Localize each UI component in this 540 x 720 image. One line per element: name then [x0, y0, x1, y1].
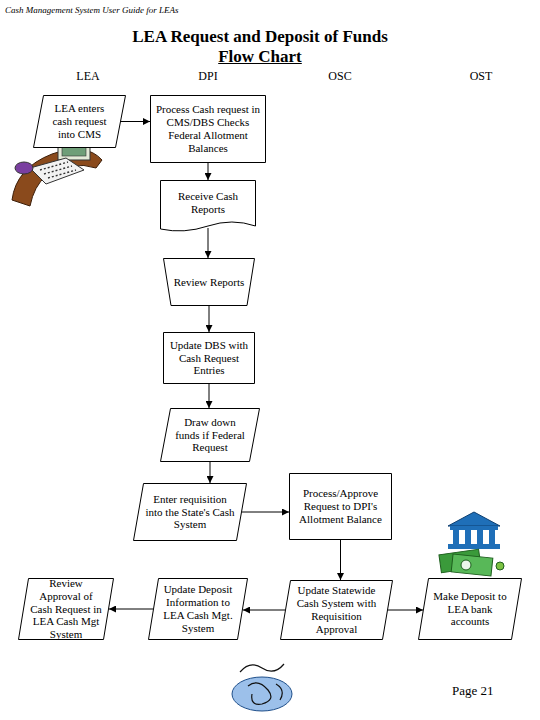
flow-arrow: [121, 121, 150, 122]
node-label: Update Deposit Information to LEA Cash M…: [160, 583, 236, 634]
node-text-area: Make Deposit to LEA bank accounts: [418, 578, 522, 640]
node-label: Make Deposit to LEA bank accounts: [430, 590, 510, 629]
node-outline-path: [164, 259, 255, 306]
node-label: Update Statewide Cash System with Requis…: [292, 584, 381, 635]
flow-arrow: [340, 540, 341, 580]
node-label: LEA enters cash request into CMS: [45, 102, 114, 141]
flow-arrow: [210, 462, 211, 483]
lane-heading: DPI: [168, 69, 248, 84]
node-text-area: Update DBS with Cash Request Entries: [163, 332, 255, 384]
cartoon-doodle: [240, 664, 284, 704]
node-outline-path: [290, 474, 392, 540]
data-parallelogram: Enter requisition into the State's Cash …: [133, 483, 247, 541]
node-label: Process/Approve Request to DPI's Allotme…: [292, 487, 389, 526]
cartoon-blob: [232, 677, 292, 711]
process-box: Process Cash request in CMS/DBS Checks F…: [150, 95, 266, 163]
page-number: Page 21: [452, 683, 532, 699]
node-outline-path: [134, 484, 247, 541]
node-label: Review Approval of Cash Request in LEA C…: [30, 577, 102, 641]
node-text-area: Receive Cash Reports: [160, 180, 256, 234]
flow-arrow: [209, 384, 210, 408]
flow-arrow: [109, 609, 153, 610]
flow-arrow: [208, 163, 209, 180]
hand-shape: [15, 162, 33, 174]
node-label: Receive Cash Reports: [163, 190, 253, 216]
flow-arrow: [209, 306, 210, 332]
data-parallelogram: Review Approval of Cash Request in LEA C…: [18, 578, 114, 640]
lane-heading: OSC: [300, 69, 380, 84]
node-outline-path: [161, 409, 260, 462]
money-bill: [439, 549, 481, 572]
bank-base: [448, 544, 500, 549]
node-outline-path: [164, 333, 255, 384]
data-parallelogram: Make Deposit to LEA bank accounts: [418, 578, 522, 640]
page-header: Cash Management System User Guide for LE…: [5, 5, 325, 15]
node-text-area: Update Deposit Information to LEA Cash M…: [148, 578, 248, 640]
node-text-area: Enter requisition into the State's Cash …: [133, 483, 247, 541]
lane-heading: OST: [441, 69, 521, 84]
money-bill: [451, 554, 493, 576]
chart-subtitle: Flow Chart: [160, 47, 360, 67]
flow-arrow: [208, 228, 209, 258]
data-parallelogram: LEA enters cash request into CMS: [33, 95, 126, 148]
node-text-area: Review Reports: [163, 258, 255, 306]
node-outline-path: [151, 96, 266, 163]
bank-column: [477, 530, 483, 544]
manual-operation: Review Reports: [163, 258, 255, 306]
bank-column: [453, 530, 459, 544]
node-text-area: Process Cash request in CMS/DBS Checks F…: [150, 95, 266, 163]
keyboard-keys: [40, 162, 76, 178]
coin-shape: [496, 562, 504, 570]
process-box: Process/Approve Request to DPI's Allotme…: [289, 473, 392, 540]
node-label: Update DBS with Cash Request Entries: [166, 339, 252, 378]
bank-column: [465, 530, 471, 544]
process-box: Update DBS with Cash Request Entries: [163, 332, 255, 384]
node-outline-path: [281, 581, 393, 640]
data-parallelogram: Update Deposit Information to LEA Cash M…: [148, 578, 248, 640]
flow-arrow: [243, 610, 285, 611]
node-text-area: Review Approval of Cash Request in LEA C…: [18, 578, 114, 640]
bank-column: [489, 530, 495, 544]
node-text-area: Process/Approve Request to DPI's Allotme…: [289, 473, 392, 540]
desk-shape: [12, 149, 102, 206]
flow-arrow: [242, 512, 289, 513]
keyboard-shape: [30, 158, 84, 184]
node-label: Enter requisition into the State's Cash …: [145, 493, 235, 532]
data-parallelogram: Draw down funds if Federal Request: [160, 408, 260, 462]
node-outline-path: [149, 579, 248, 640]
document-shape: Receive Cash Reports: [160, 180, 256, 234]
bank-beam: [450, 526, 498, 530]
node-text-area: Update Statewide Cash System with Requis…: [280, 580, 393, 640]
lane-heading: LEA: [48, 69, 128, 84]
node-label: Draw down funds if Federal Request: [172, 416, 248, 455]
node-text-area: LEA enters cash request into CMS: [33, 95, 126, 148]
node-outline-path: [161, 181, 256, 231]
data-parallelogram: Update Statewide Cash System with Requis…: [280, 580, 393, 640]
flow-arrow: [388, 610, 423, 611]
bank-roof: [448, 512, 500, 526]
node-text-area: Draw down funds if Federal Request: [160, 408, 260, 462]
node-outline-path: [34, 96, 126, 148]
node-outline-path: [419, 579, 522, 640]
chart-title: LEA Request and Deposit of Funds: [100, 27, 420, 47]
node-label: Review Reports: [174, 276, 245, 289]
money-seal: [461, 560, 471, 570]
node-label: Process Cash request in CMS/DBS Checks F…: [153, 103, 263, 154]
